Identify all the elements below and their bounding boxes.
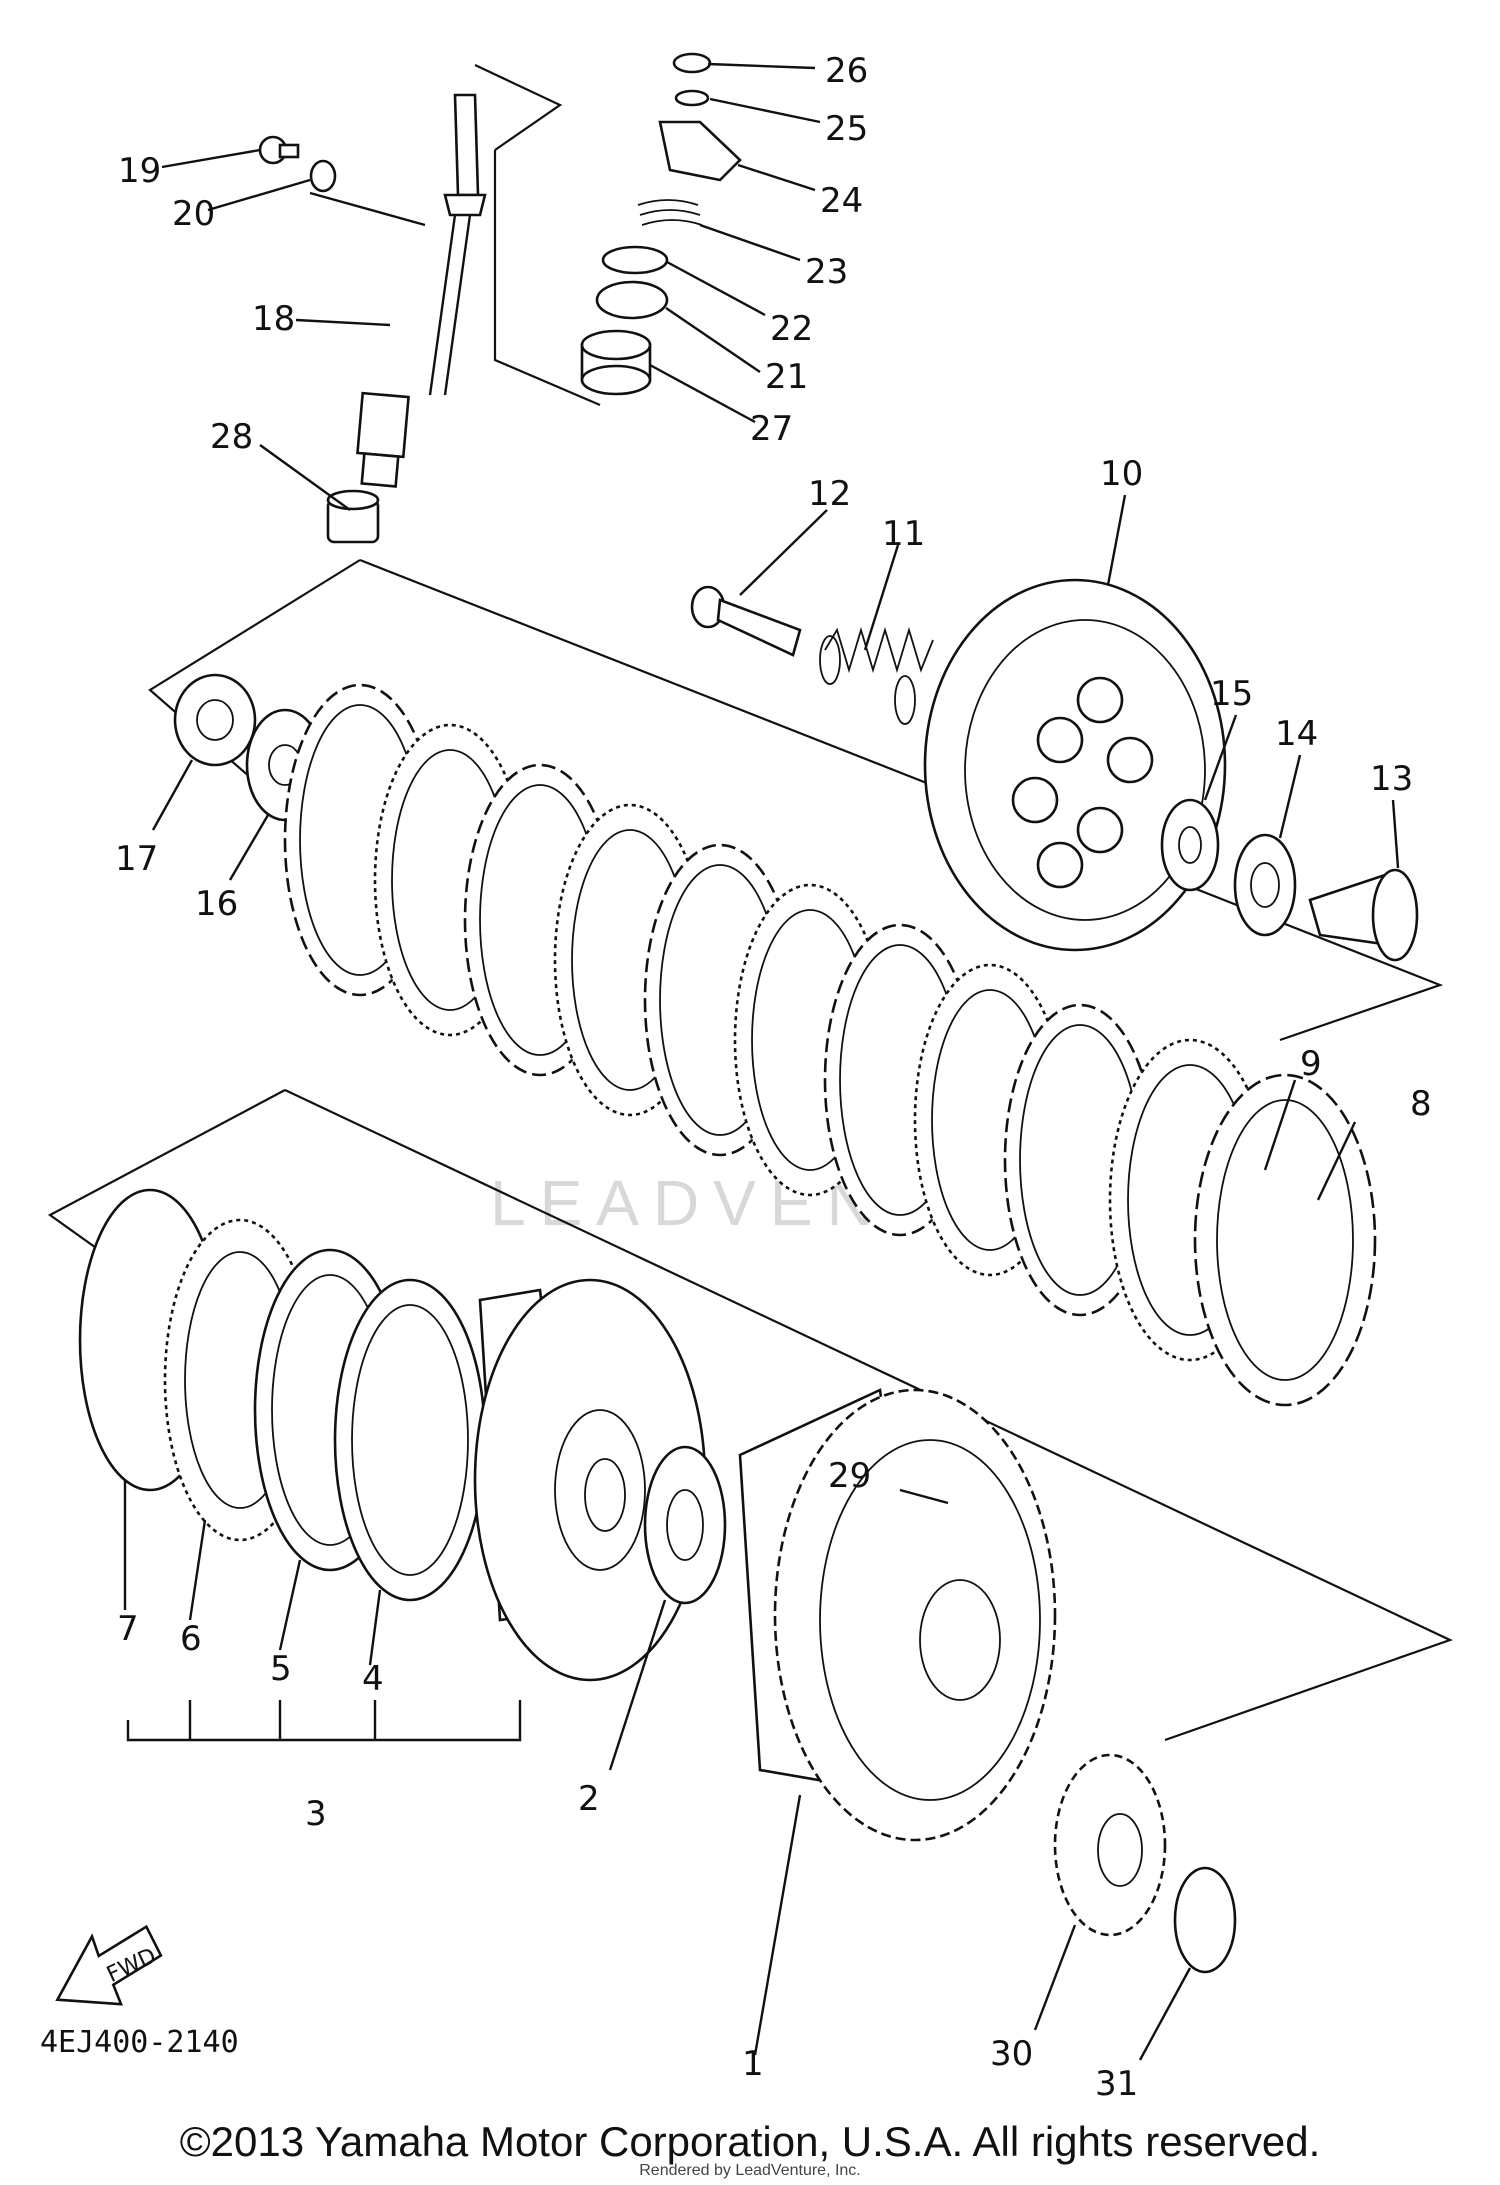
- callout-23: 23: [805, 252, 848, 292]
- clutch-plate-stack: [283, 683, 1377, 1407]
- pushrod-lever-group: [258, 52, 742, 544]
- callout-27: 27: [750, 409, 793, 449]
- callout-8: 8: [1410, 1084, 1432, 1124]
- clutch-boss-group: [47, 1089, 1453, 1742]
- callout-25: 25: [825, 109, 868, 149]
- diagram-part-code: 4EJ400-2140: [40, 2025, 239, 2060]
- callout-26: 26: [825, 51, 868, 91]
- callout-3: 3: [305, 1794, 327, 1834]
- callout-20: 20: [172, 194, 215, 234]
- callout-labels: 1 2 3 4 5 6 7 8 9 10 11 12 13 14 15 16 1…: [115, 51, 1432, 2104]
- callout-31: 31: [1095, 2064, 1138, 2104]
- callout-18: 18: [252, 299, 295, 339]
- callout-9: 9: [1300, 1044, 1322, 1084]
- callout-11: 11: [882, 514, 925, 554]
- rendered-by-note: Rendered by LeadVenture, Inc.: [639, 2162, 861, 2179]
- callout-22: 22: [770, 309, 813, 349]
- callout-13: 13: [1370, 759, 1413, 799]
- copyright-notice: ©2013 Yamaha Motor Corporation, U.S.A. A…: [179, 2118, 1321, 2165]
- callout-17: 17: [115, 839, 158, 879]
- clutch-housing-group: [738, 1388, 1237, 1974]
- callout-6: 6: [180, 1619, 202, 1659]
- callout-24: 24: [820, 181, 863, 221]
- pressure-plate-group: [148, 558, 1444, 1042]
- callout-12: 12: [808, 474, 851, 514]
- callout-4: 4: [362, 1659, 384, 1699]
- callout-14: 14: [1275, 714, 1318, 754]
- callout-29: 29: [828, 1456, 871, 1496]
- callout-10: 10: [1100, 454, 1143, 494]
- callout-1: 1: [742, 2044, 764, 2084]
- leader-lines: [123, 62, 1400, 2061]
- callout-15: 15: [1210, 674, 1253, 714]
- callout-7: 7: [117, 1609, 139, 1649]
- callout-16: 16: [195, 884, 238, 924]
- callout-28: 28: [210, 417, 253, 457]
- forward-arrow-icon: FWD: [55, 1924, 163, 2006]
- callout-2: 2: [578, 1779, 600, 1819]
- callout-19: 19: [118, 151, 161, 191]
- callout-5: 5: [270, 1649, 292, 1689]
- callout-30: 30: [990, 2034, 1033, 2074]
- callout-21: 21: [765, 357, 808, 397]
